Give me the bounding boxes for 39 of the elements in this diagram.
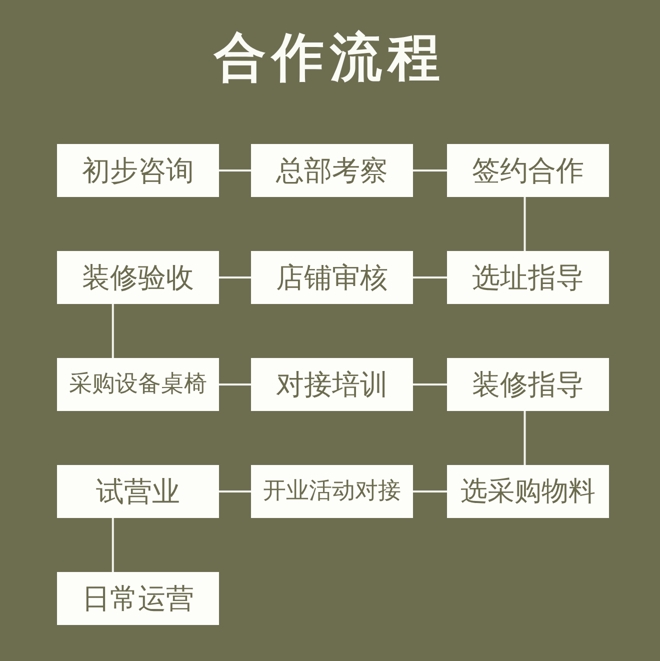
connector-line <box>219 276 251 278</box>
step-label: 选址指导 <box>472 264 584 292</box>
process-box <box>447 465 609 518</box>
step-label: 选采购物料 <box>460 478 596 505</box>
connector-line <box>219 170 251 172</box>
step-label: 日常运营 <box>82 584 194 612</box>
process-box <box>251 465 413 518</box>
step-label: 对接培训 <box>276 370 388 398</box>
connector-line <box>524 197 526 251</box>
process-box <box>57 358 219 411</box>
process-box <box>57 144 219 197</box>
process-box <box>57 465 219 518</box>
step-label: 店铺审核 <box>276 264 388 292</box>
step-label: 装修验收 <box>82 264 194 292</box>
process-box <box>251 251 413 304</box>
connector-line <box>413 490 447 492</box>
connector-line <box>219 384 251 386</box>
process-box <box>57 572 219 625</box>
connector-line <box>112 304 114 358</box>
connector-line <box>413 170 447 172</box>
process-box <box>251 144 413 197</box>
connector-line <box>112 518 114 572</box>
step-label: 总部考察 <box>276 156 388 184</box>
step-label: 采购设备桌椅 <box>69 373 207 396</box>
step-label: 签约合作 <box>472 156 584 184</box>
process-box <box>251 358 413 411</box>
step-label: 初步咨询 <box>82 156 194 184</box>
process-box <box>447 358 609 411</box>
process-box <box>447 144 609 197</box>
connector-line <box>413 276 447 278</box>
connector-line <box>524 411 526 465</box>
process-box <box>57 251 219 304</box>
process-box <box>447 251 609 304</box>
step-label: 试营业 <box>96 478 180 506</box>
connector-line <box>413 384 447 386</box>
step-label: 开业活动对接 <box>263 480 401 503</box>
diagram-title: 合作流程 <box>214 32 446 84</box>
step-label: 装修指导 <box>472 370 584 398</box>
connector-line <box>219 490 251 492</box>
